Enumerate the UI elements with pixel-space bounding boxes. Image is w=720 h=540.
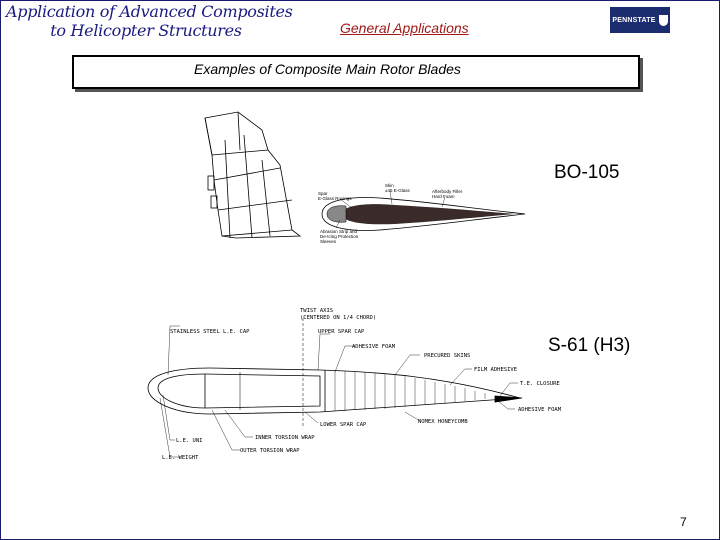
subtitle-box: Examples of Composite Main Rotor Blades xyxy=(72,55,640,89)
s61-label-twist-axis-detail: (CENTERED ON 1/4 CHORD) xyxy=(300,315,376,321)
logo-text: PENNSTATE xyxy=(612,16,656,24)
s61-label-le-weight: L.E. WEIGHT xyxy=(162,455,199,461)
s61-label-adhesive-foam: ADHESIVE FOAM xyxy=(352,344,396,350)
s61-label-nomex: NOMEX HONEYCOMB xyxy=(418,419,468,425)
s61-label-lower-spar: LOWER SPAR CAP xyxy=(320,422,367,428)
course-title: Application of Advanced Composites to He… xyxy=(6,2,293,40)
s61-label-precured-skins: PRECURED SKINS xyxy=(424,353,470,359)
shield-icon xyxy=(658,14,668,26)
bo105-airfoil-drawing xyxy=(321,190,526,231)
s61-label-le-uni: L.E. UNI xyxy=(176,438,203,444)
s61-label-adhesive-foam2: ADHESIVE FOAM xyxy=(518,407,562,413)
s61-label-outer-torsion: OUTER TORSION WRAP xyxy=(240,448,300,454)
s61-label-twist-axis: TWIST AXIS xyxy=(300,308,333,314)
s61-label-upper-spar: UPPER SPAR CAP xyxy=(318,329,365,335)
s61-label-te-closure: T.E. CLOSURE xyxy=(520,381,560,387)
section-title: General Applications xyxy=(340,20,469,36)
bo105-label-afterbody: Afterbody Filler xyxy=(432,189,463,194)
s61-label: S-61 (H3) xyxy=(548,335,631,356)
bo105-label-spar-detail: E-Glass Rovings xyxy=(318,196,352,201)
bo105-label: BO-105 xyxy=(554,162,620,183)
bo105-blade-drawing xyxy=(204,111,302,239)
slide-subtitle: Examples of Composite Main Rotor Blades xyxy=(194,61,461,77)
s61-label-film-adhesive: FILM ADHESIVE xyxy=(474,367,517,373)
s61-label-inner-torsion: INNER TORSION WRAP xyxy=(255,435,315,441)
s61-airfoil-drawing xyxy=(147,318,523,458)
course-title-line2: to Helicopter Structures xyxy=(50,21,242,40)
bo105-label-abrasion: Abrasion Strip and xyxy=(320,229,358,234)
bo105-label-skin: Skin xyxy=(385,183,394,188)
pennstate-logo: PENNSTATE xyxy=(610,7,670,33)
bo105-label-abrasion-detail: De-Icing Protection xyxy=(320,234,359,239)
bo105-label-abrasion-detail2: Sleeves xyxy=(320,239,337,244)
page-number: 7 xyxy=(680,515,687,529)
s61-label-le-cap: STAINLESS STEEL L.E. CAP xyxy=(170,329,250,335)
course-title-line1: Application of Advanced Composites xyxy=(6,2,293,21)
bo105-label-afterbody-detail: Hard Foam xyxy=(432,194,455,199)
bo105-annotations: Skin ±45 E-Glass Afterbody Filler Hard F… xyxy=(318,183,463,244)
bo105-label-skin-detail: ±45 E-Glass xyxy=(385,188,410,193)
bo105-label-spar: Spar xyxy=(318,191,328,196)
s61-annotations: TWIST AXIS (CENTERED ON 1/4 CHORD) STAIN… xyxy=(162,308,562,461)
